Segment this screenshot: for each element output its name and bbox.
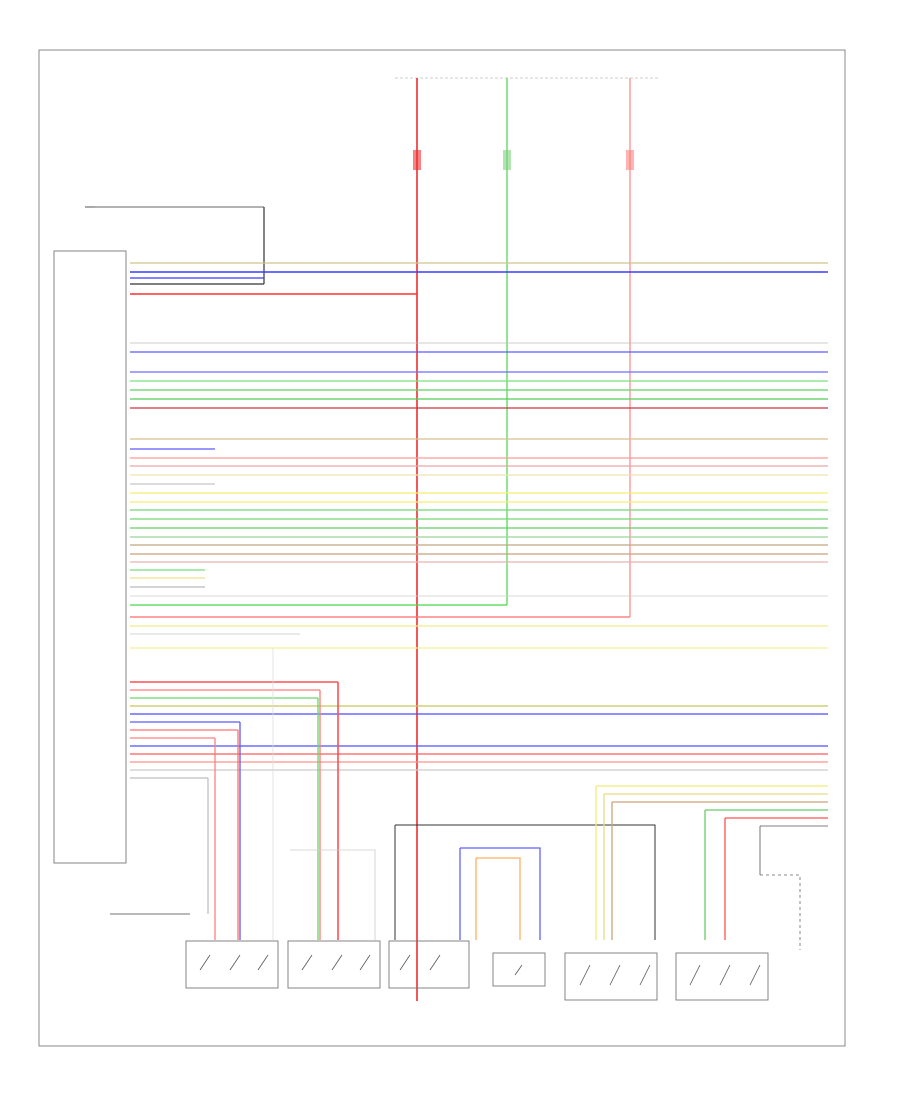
switch-box-5: [564, 952, 658, 1001]
switch-box-4: [492, 952, 546, 987]
ground-top-left: [85, 206, 265, 285]
control-module-box: [53, 250, 127, 864]
switch-drops: [207, 648, 801, 950]
switch-boxes: [185, 940, 769, 1001]
switch-box-3: [388, 940, 470, 989]
top-power-feeds: [395, 77, 660, 1001]
harness-wires: [130, 262, 828, 827]
diagram-border: [38, 49, 846, 1047]
switch-box-6: [675, 952, 769, 1001]
switch-box-2: [287, 940, 381, 989]
switch-contacts: [199, 954, 761, 986]
switch-box-1: [185, 940, 279, 989]
